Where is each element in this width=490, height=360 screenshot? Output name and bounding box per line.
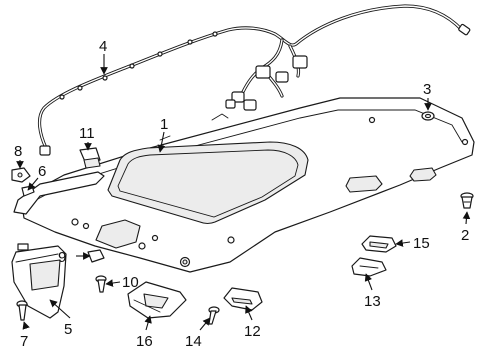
grab-handle-part-12 — [223, 287, 263, 311]
callout-9: 9 — [58, 249, 66, 266]
callout-14: 14 — [185, 333, 202, 350]
clip-part-3 — [421, 111, 435, 121]
callout-7: 7 — [20, 333, 28, 350]
headliner-panel — [21, 97, 475, 273]
callout-6: 6 — [38, 163, 46, 180]
grab-handle-part-13 — [351, 257, 387, 277]
callout-11: 11 — [79, 125, 95, 142]
callout-1: 1 — [160, 116, 168, 133]
callout-12: 12 — [244, 323, 261, 340]
callout-labels: 1 2 3 4 5 6 7 8 9 10 11 12 13 14 15 16 — [14, 38, 469, 350]
callout-8: 8 — [14, 143, 22, 160]
retainer-pin-part-2 — [460, 192, 474, 209]
wiring-harness — [37, 4, 471, 156]
screw-part-10 — [95, 275, 107, 293]
clip-part-9 — [87, 249, 105, 263]
callout-4: 4 — [99, 38, 107, 55]
leader-lines — [16, 54, 471, 331]
callout-16: 16 — [136, 333, 153, 350]
overhead-console — [127, 281, 187, 319]
clip-part-8 — [11, 167, 31, 183]
clip-part-11 — [79, 147, 101, 169]
grab-handle-part-15 — [361, 235, 397, 253]
screw-part-7 — [16, 300, 28, 321]
callout-3: 3 — [423, 81, 431, 98]
screw-part-14 — [208, 306, 220, 325]
callout-5: 5 — [64, 321, 72, 338]
callout-2: 2 — [461, 227, 469, 244]
callout-10: 10 — [122, 274, 139, 291]
callout-13: 13 — [364, 293, 381, 310]
callout-15: 15 — [413, 235, 430, 252]
